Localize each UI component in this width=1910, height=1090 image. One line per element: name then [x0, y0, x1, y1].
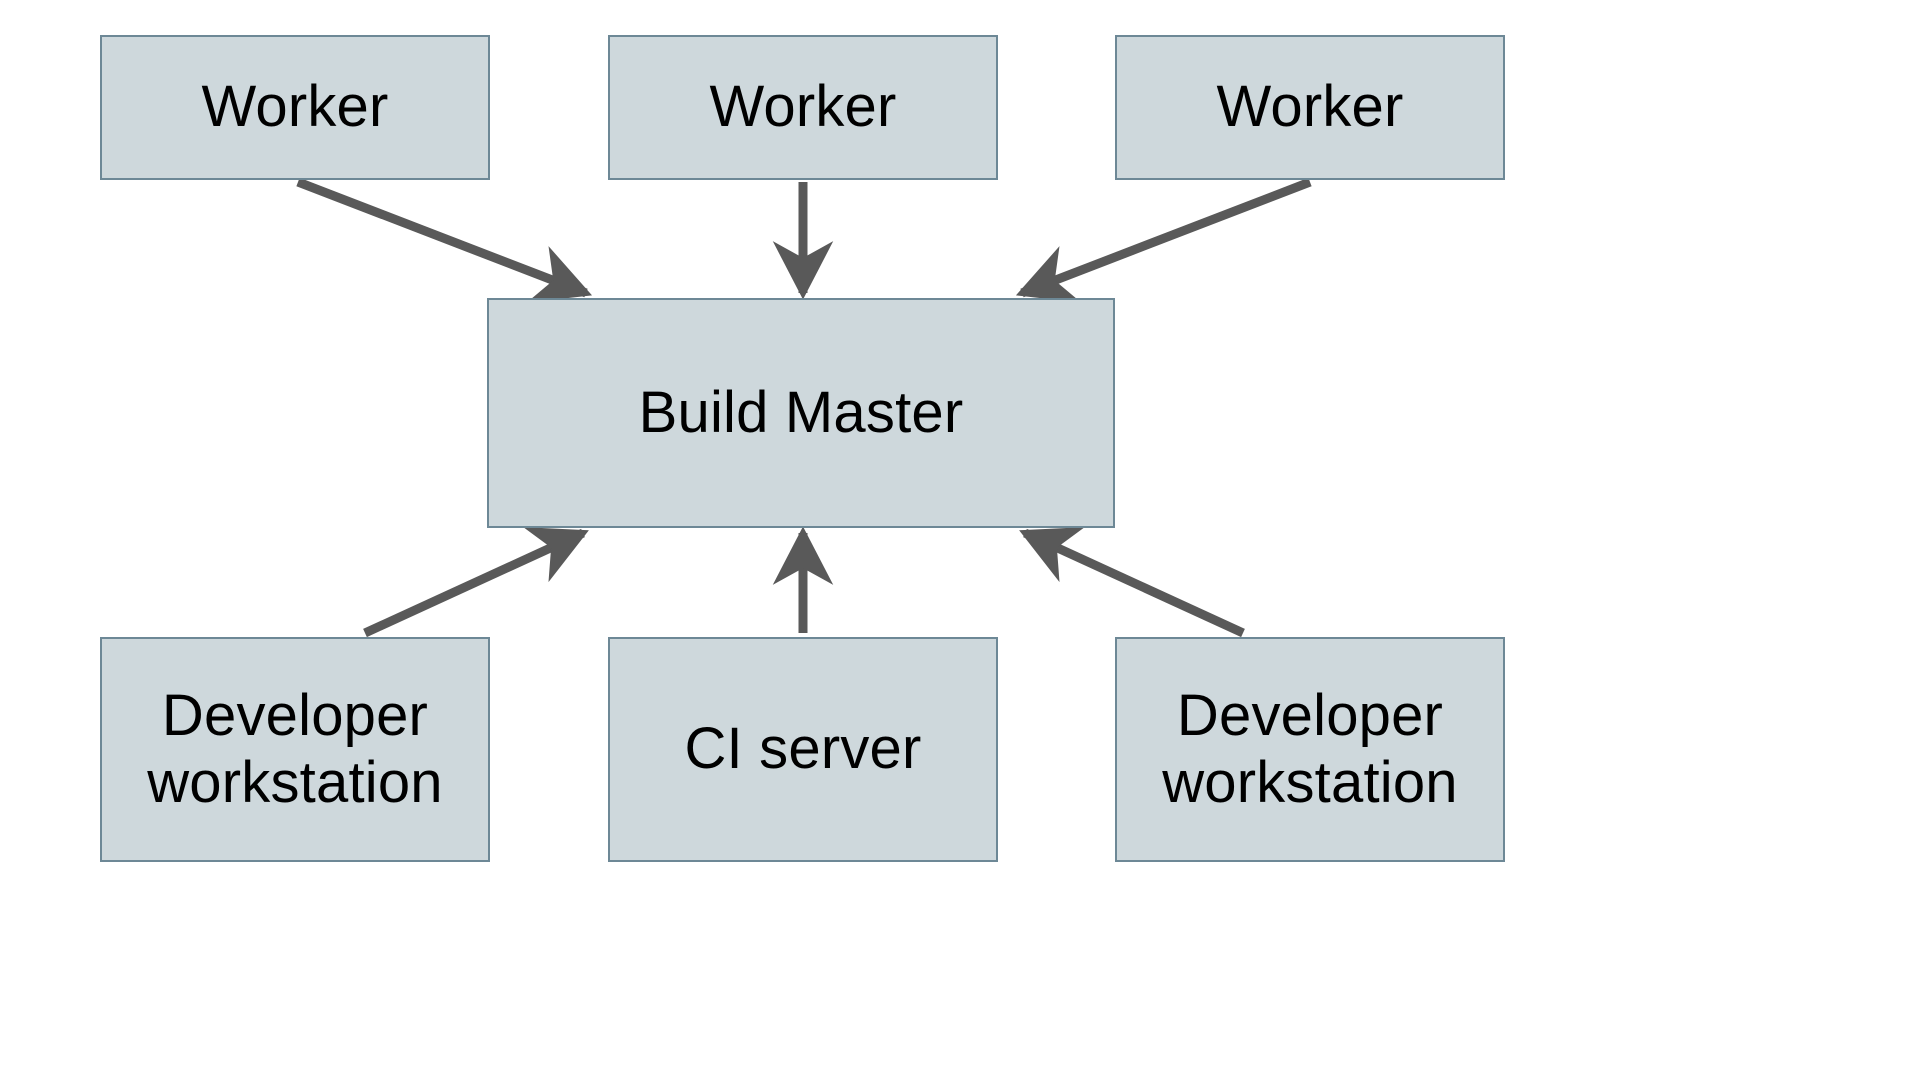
node-worker-3-label: Worker [1216, 74, 1404, 140]
edge-devws1-to-master [363, 527, 589, 638]
node-ci-server[interactable]: CI server [608, 637, 998, 862]
edge-worker3-to-master [1015, 177, 1312, 303]
node-worker-3[interactable]: Worker [1115, 35, 1505, 180]
edge-worker1-to-master [296, 177, 593, 303]
node-worker-2-label: Worker [709, 74, 897, 140]
node-developer-workstation-2[interactable]: Developer workstation [1115, 637, 1505, 862]
node-developer-workstation-2-label: Developer workstation [1162, 683, 1458, 815]
node-build-master-label: Build Master [638, 379, 964, 445]
node-developer-workstation-1[interactable]: Developer workstation [100, 637, 490, 862]
edge-devws2-to-master [1019, 527, 1245, 638]
node-ci-server-label: CI server [684, 716, 922, 782]
node-developer-workstation-1-label: Developer workstation [147, 683, 443, 815]
node-build-master[interactable]: Build Master [487, 298, 1115, 528]
node-worker-1-label: Worker [201, 74, 389, 140]
node-worker-2[interactable]: Worker [608, 35, 998, 180]
node-worker-1[interactable]: Worker [100, 35, 490, 180]
